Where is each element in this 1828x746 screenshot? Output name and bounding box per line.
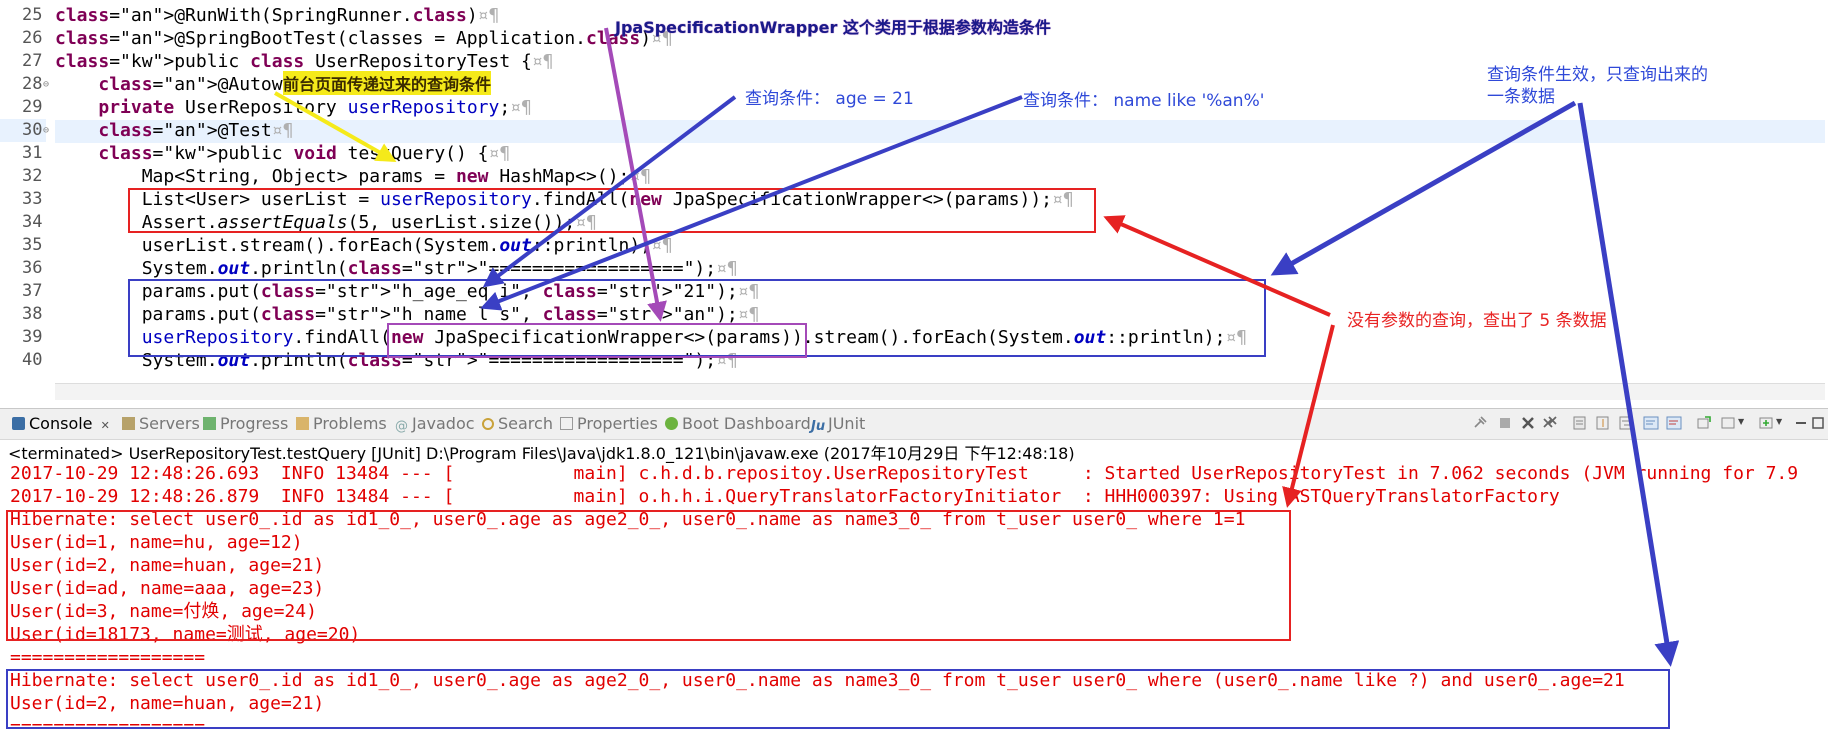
tab-console[interactable]: Console ✕ <box>12 413 110 435</box>
word-wrap-icon[interactable] <box>1618 415 1634 431</box>
note-effective-line1: 查询条件生效，只查询出来的 <box>1487 65 1708 85</box>
tab-search[interactable]: Search <box>482 413 553 435</box>
line-number: 28 <box>22 74 43 94</box>
code-line[interactable]: params.put(class="str">"h_name_l_s", cla… <box>55 304 760 325</box>
display-console-dropdown-icon[interactable]: ▼ <box>1738 417 1745 426</box>
javadoc-icon: @ <box>395 419 408 434</box>
note-name-condition: 查询条件： name like '%an%' <box>1023 91 1265 111</box>
tab-boot-dashboard[interactable]: Boot Dashboard <box>665 413 811 435</box>
properties-icon <box>560 417 573 430</box>
code-line[interactable]: userList.stream().forEach(System.out::pr… <box>55 235 673 256</box>
show-on-stderr-icon[interactable] <box>1666 415 1682 431</box>
console-line: Hibernate: select user0_.id as id1_0_, u… <box>10 509 1246 530</box>
line-number: 35 <box>22 235 43 255</box>
code-line[interactable]: class="kw">public class UserRepositoryTe… <box>55 51 554 72</box>
fold-icon[interactable]: ⊖ <box>43 79 50 90</box>
console-line: User(id=18173, name=测试, age=20) <box>10 624 361 645</box>
code-line[interactable]: class="kw">public void testQuery() {¤¶ <box>98 143 511 164</box>
pin-console-icon[interactable] <box>1696 415 1712 431</box>
line-number: 38 <box>22 304 43 324</box>
note-no-param-query: 没有参数的查询，查出了 5 条数据 <box>1347 311 1607 331</box>
tab-javadoc[interactable]: @Javadoc <box>395 414 475 434</box>
show-on-stdout-icon[interactable] <box>1643 415 1659 431</box>
junit-icon: Ju <box>811 419 826 434</box>
problems-icon <box>296 417 309 430</box>
terminated-status-line: <terminated> UserRepositoryTest.testQuer… <box>8 444 1075 463</box>
maximize-icon[interactable] <box>1810 415 1826 431</box>
display-console-icon[interactable] <box>1720 415 1736 431</box>
line-number: 39 <box>22 327 43 347</box>
remove-launch-icon[interactable] <box>1520 415 1536 431</box>
note-effective-line2: 一条数据 <box>1487 87 1555 107</box>
line-number: 26 <box>22 28 43 48</box>
code-line[interactable]: List<User> userList = userRepository.fin… <box>55 189 1074 210</box>
code-line[interactable]: private UserRepository userRepository;¤¶ <box>98 97 532 118</box>
console-line: ================== <box>10 647 206 668</box>
line-number: 37 <box>22 281 43 301</box>
minimize-icon[interactable] <box>1793 415 1809 431</box>
code-line[interactable]: class="an">@RunWith(SpringRunner.class)¤… <box>55 5 500 26</box>
console-line: User(id=2, name=huan, age=21) <box>10 693 325 714</box>
console-line: User(id=3, name=付焕, age=24) <box>10 601 317 622</box>
editor-horizontal-scrollbar[interactable] <box>55 383 1825 400</box>
console-line: User(id=1, name=hu, age=12) <box>10 532 303 553</box>
search-icon <box>482 418 494 430</box>
console-output[interactable]: 2017-10-29 12:48:26.693 INFO 13484 --- [… <box>0 462 1828 746</box>
line-number: 40 <box>22 350 43 370</box>
note-age-condition: 查询条件： age = 21 <box>745 89 914 109</box>
pin-icon[interactable] <box>1472 415 1488 431</box>
console-line: 2017-10-29 12:48:26.693 INFO 13484 --- [… <box>10 463 1799 484</box>
console-line: 2017-10-29 12:48:26.879 INFO 13484 --- [… <box>10 486 1560 507</box>
spring-boot-icon <box>665 417 678 430</box>
current-line-highlight <box>55 120 1825 143</box>
console-line: Hibernate: select user0_.id as id1_0_, u… <box>10 670 1625 691</box>
tab-properties[interactable]: Properties <box>560 413 658 435</box>
line-number: 31 <box>22 143 43 163</box>
scroll-lock-icon[interactable] <box>1595 415 1611 431</box>
code-line[interactable]: params.put(class="str">"h_age_eq_i", cla… <box>55 281 760 302</box>
servers-icon <box>122 417 135 430</box>
open-console-icon[interactable] <box>1758 415 1774 431</box>
note-jpa-wrapper: JpaSpecificationWrapper 这个类用于根据参数构造条件 <box>615 18 1051 37</box>
code-line[interactable]: class="an">@SpringBootTest(classes = App… <box>55 28 673 49</box>
tab-progress[interactable]: Progress <box>203 413 288 435</box>
line-number: 36 <box>22 258 43 278</box>
tab-servers[interactable]: Servers <box>122 413 200 435</box>
code-line[interactable]: Map<String, Object> params = new HashMap… <box>55 166 652 187</box>
close-icon[interactable]: ✕ <box>100 419 110 432</box>
code-line[interactable]: System.out.println(class="str">"========… <box>55 350 738 371</box>
progress-icon <box>203 417 216 430</box>
code-line[interactable]: class="an">@Test¤¶ <box>98 120 294 141</box>
line-number: 25 <box>22 5 43 25</box>
code-line[interactable]: Assert.assertEquals(5, userList.size());… <box>55 212 597 233</box>
console-line: User(id=ad, name=aaa, age=23) <box>10 578 325 599</box>
fold-icon[interactable]: ⊖ <box>43 125 50 136</box>
console-icon <box>12 417 25 430</box>
line-number: 30 <box>0 119 46 142</box>
line-number: 29 <box>22 97 43 117</box>
tab-problems[interactable]: Problems <box>296 413 387 435</box>
code-line[interactable]: System.out.println(class="str">"========… <box>55 258 738 279</box>
line-number: 32 <box>22 166 43 186</box>
remove-all-icon[interactable] <box>1542 415 1558 431</box>
clear-console-icon[interactable] <box>1572 415 1588 431</box>
console-line: User(id=2, name=huan, age=21) <box>10 555 325 576</box>
console-line: ================== <box>10 716 206 737</box>
note-frontend-params: 前台页面传递过来的查询条件 <box>283 71 492 95</box>
line-number: 34 <box>22 212 43 232</box>
terminate-icon[interactable] <box>1497 415 1513 431</box>
views-tab-bar: Console ✕ Servers Progress Problems @Jav… <box>0 408 1828 440</box>
line-number: 27 <box>22 51 43 71</box>
open-console-dropdown-icon[interactable]: ▼ <box>1776 417 1783 426</box>
code-line[interactable]: userRepository.findAll(new JpaSpecificat… <box>141 327 1248 348</box>
line-number: 33 <box>22 189 43 209</box>
